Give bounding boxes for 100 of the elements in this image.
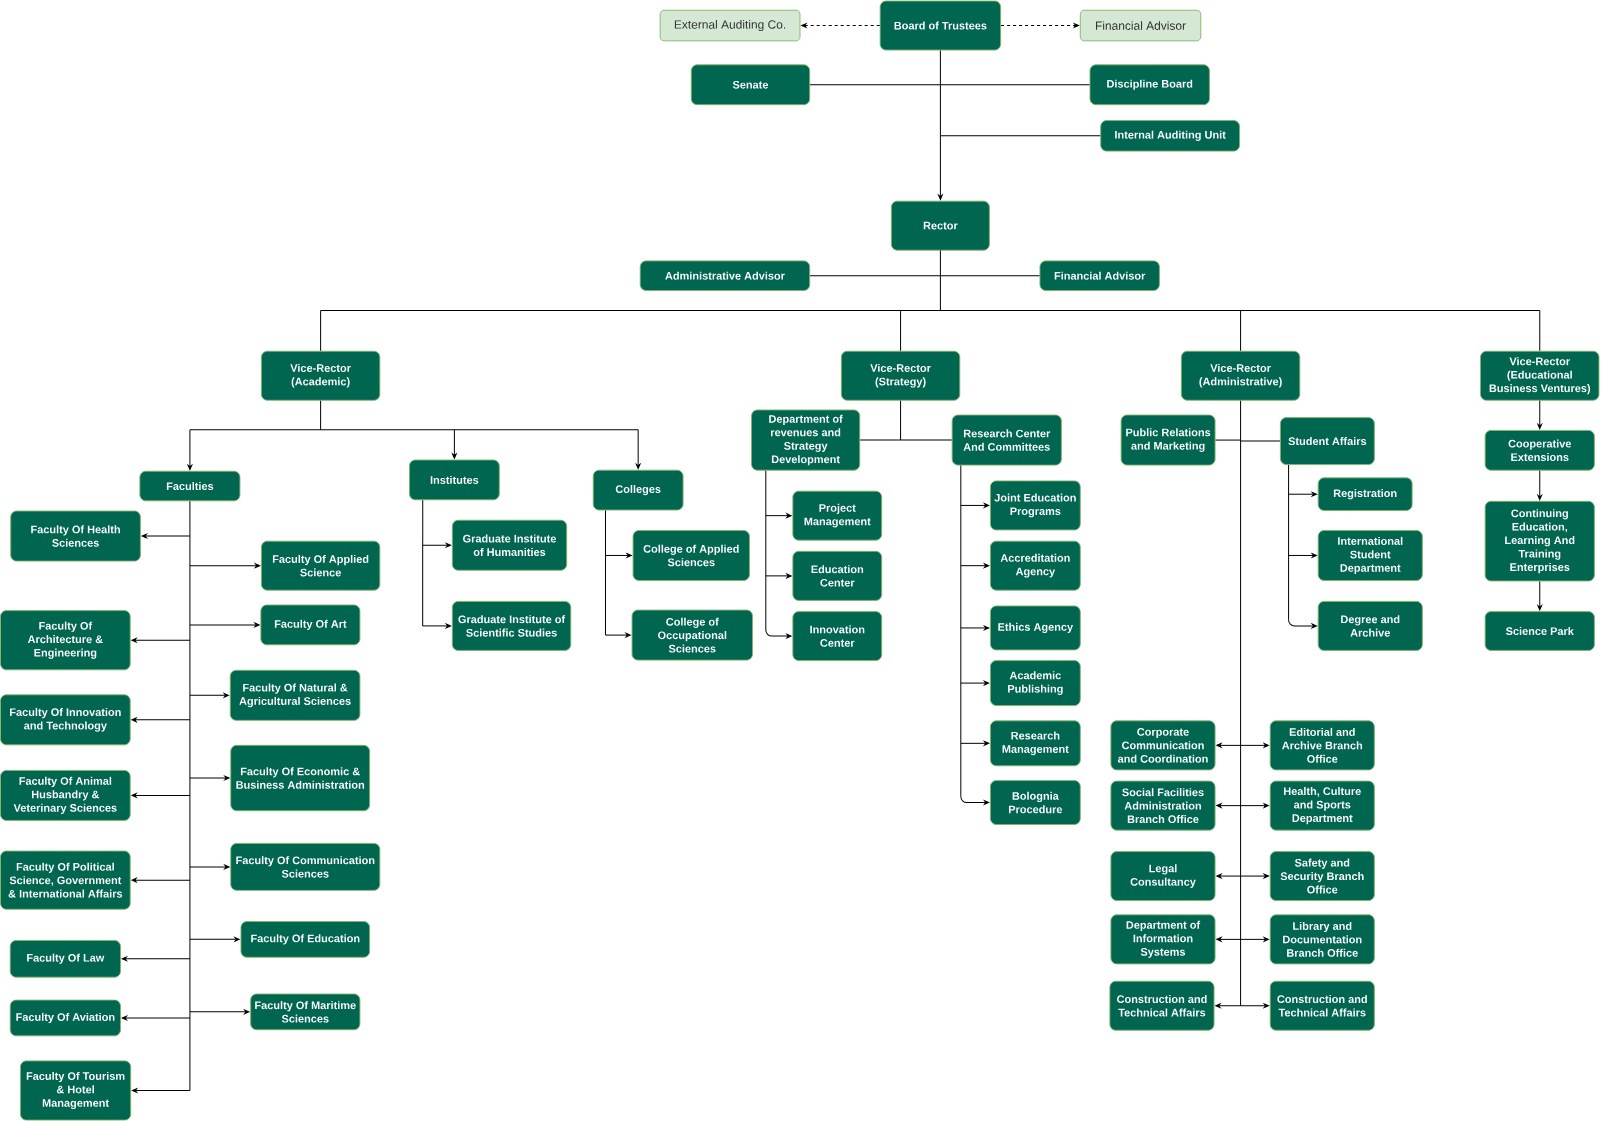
connector-line: [900, 400, 902, 441]
org-box: Graduate Institute of Scientific Studies: [451, 600, 572, 651]
arrow: [1216, 873, 1242, 879]
arrow: [189, 864, 230, 870]
arrow: [131, 1088, 191, 1093]
org-box: Project Management: [792, 490, 883, 541]
arrow: [1215, 1003, 1242, 1009]
arrow: [131, 793, 191, 798]
org-box: Senate: [690, 64, 811, 106]
org-box: Editorial and Archive Branch Office: [1269, 720, 1375, 771]
org-box: Vice-Rector (Strategy): [840, 350, 961, 401]
arrow: [131, 877, 191, 883]
org-box: Faculty Of Law: [9, 939, 121, 978]
connector-line: [422, 499, 424, 627]
org-box: Safety and Security Branch Office: [1269, 851, 1375, 902]
connector-line: [1215, 439, 1242, 441]
arrow: [938, 135, 943, 200]
arrow: [765, 513, 792, 518]
connector-line: [859, 439, 902, 441]
connector-line: [939, 250, 941, 311]
connector-line: [1240, 309, 1242, 352]
arrow: [1288, 553, 1317, 558]
arrow: [765, 629, 792, 639]
org-box: Discipline Board: [1089, 64, 1210, 106]
org-box: Faculty Of Political Science, Government & International Affairs: [0, 850, 131, 910]
connector-line: [960, 465, 962, 797]
org-box: Legal Consultancy: [1110, 851, 1216, 902]
arrow: [1288, 619, 1317, 629]
arrow: [605, 553, 632, 558]
org-box: International Student Department: [1317, 530, 1423, 581]
org-box: Faculty Of Natural & Agricultural Sciences: [229, 669, 361, 721]
arrow: [189, 622, 260, 628]
org-box: Education Center: [792, 550, 883, 601]
arrow: [1240, 937, 1269, 942]
arrow: [1240, 743, 1269, 748]
connector-line: [939, 84, 1091, 86]
org-box: Library and Documentation Branch Office: [1269, 914, 1375, 965]
org-box: Vice-Rector (Educational Business Ventures): [1480, 350, 1600, 401]
arrow: [121, 1015, 191, 1021]
org-box: College of Applied Sciences: [632, 530, 750, 581]
arrow: [141, 533, 191, 539]
arrow: [131, 637, 191, 643]
org-box: Graduate Institute of Humanities: [451, 519, 568, 571]
org-box: Research Center And Committees: [951, 414, 1062, 466]
arrow: [189, 775, 230, 781]
org-box: Faculty Of Communication Sciences: [230, 842, 381, 891]
org-box: Accreditation Agency: [989, 540, 1081, 591]
org-box: Joint Education Programs: [989, 480, 1081, 531]
dashed-arrow: [801, 23, 881, 28]
org-box: Academic Publishing: [989, 660, 1081, 706]
connector-line: [900, 309, 902, 352]
org-box: Internal Auditing Unit: [1100, 120, 1240, 152]
arrow: [1537, 470, 1543, 501]
connector-line: [939, 275, 1040, 277]
arrow: [1216, 937, 1242, 942]
connector-line: [320, 309, 322, 352]
org-box: Continuing Education, Learning And Training Enterprises: [1484, 500, 1595, 582]
arrow: [1240, 1003, 1269, 1009]
arrow: [1288, 491, 1317, 497]
connector-line: [939, 50, 941, 137]
org-box: Faculties: [139, 470, 241, 502]
arrow: [189, 1009, 250, 1015]
arrow: [960, 680, 990, 686]
org-box: Bolognia Procedure: [989, 780, 1081, 825]
org-box: College of Occupational Sciences: [631, 609, 753, 661]
arrow: [131, 717, 191, 723]
org-box: Department of revenues and Strategy Development: [751, 409, 861, 471]
org-box: Financial Advisor: [1079, 9, 1202, 42]
org-box: Department of Information Systems: [1110, 914, 1216, 965]
org-box: Degree and Archive: [1317, 600, 1423, 651]
org-box: Institutes: [409, 459, 500, 501]
arrow: [960, 741, 990, 746]
connector-line: [939, 135, 1101, 137]
org-box: Innovation Center: [792, 611, 883, 662]
connector-line: [1539, 309, 1541, 352]
org-box: Financial Advisor: [1039, 260, 1160, 291]
connector-line: [320, 400, 322, 431]
dashed-arrow: [1000, 23, 1080, 28]
org-box: Cooperative Extensions: [1484, 429, 1595, 471]
arrow: [189, 563, 261, 568]
connector-line: [809, 84, 941, 86]
arrow: [422, 623, 452, 629]
connector-line: [1288, 464, 1290, 621]
connector-line: [320, 309, 1541, 311]
connector-line: [900, 439, 953, 441]
connector-line: [189, 429, 639, 431]
connector-line: [189, 500, 191, 1091]
org-box: External Auditing Co.: [659, 9, 801, 42]
arrow: [1216, 803, 1242, 808]
org-box: Administrative Advisor: [639, 260, 811, 291]
org-box: Faculty Of Education: [240, 921, 371, 958]
arrow: [121, 956, 191, 962]
org-box: Public Relations and Marketing: [1120, 414, 1216, 466]
connector-line: [1240, 440, 1281, 442]
org-box: Vice-Rector (Academic): [260, 350, 381, 401]
arrow: [1537, 400, 1543, 430]
arrow: [605, 632, 631, 638]
arrow: [960, 625, 990, 631]
arrow: [960, 503, 990, 508]
org-box: Colleges: [592, 469, 684, 511]
